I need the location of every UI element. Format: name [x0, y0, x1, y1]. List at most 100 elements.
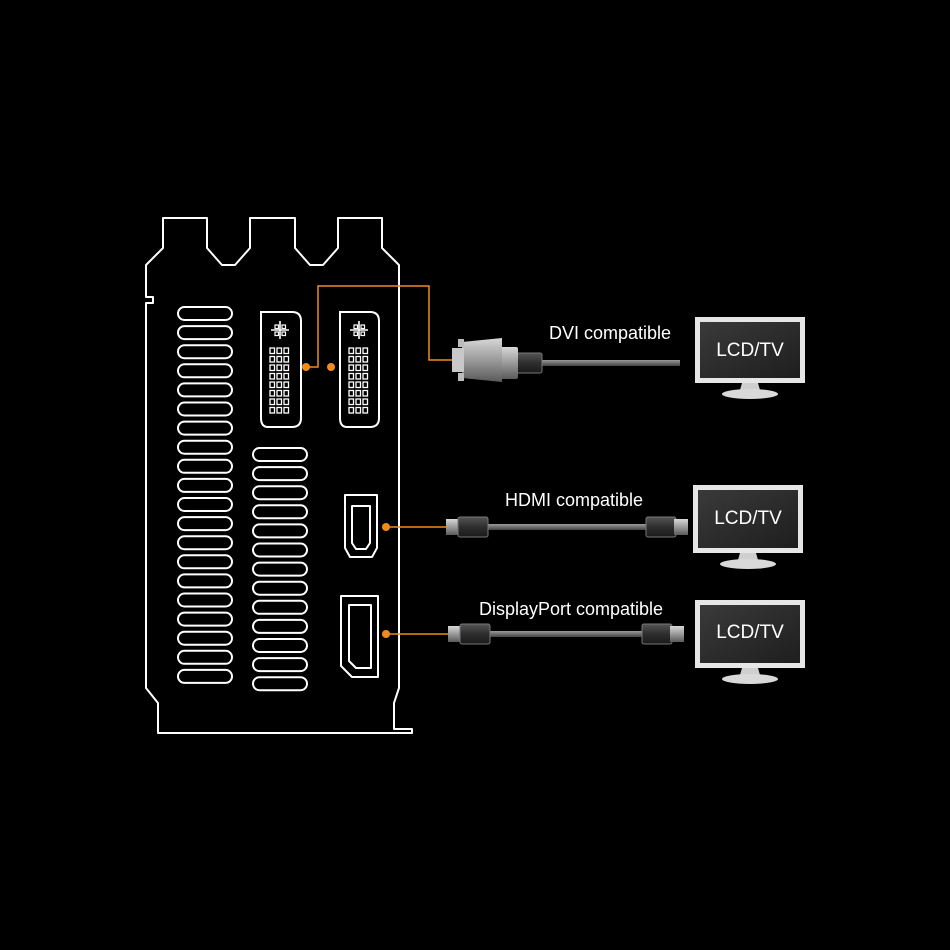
vent-slot	[177, 420, 233, 436]
monitor-base	[722, 389, 778, 399]
vent-slots-left	[177, 306, 233, 684]
dvi-pin	[355, 372, 362, 380]
monitor-dvi: LCD/TV	[695, 317, 805, 399]
vent-slot	[252, 676, 308, 692]
dvi-pin	[348, 347, 355, 355]
dvi-pin	[348, 389, 355, 397]
vent-slot	[177, 573, 233, 589]
dvi-pin	[276, 372, 283, 380]
dvi-leader-line	[305, 285, 452, 368]
vent-slot	[177, 535, 233, 551]
dvi-port-left	[260, 311, 302, 428]
vent-slot	[177, 325, 233, 341]
vent-slot	[177, 611, 233, 627]
dvi-cable	[452, 338, 680, 382]
monitor-displayport: LCD/TV	[695, 600, 805, 684]
dvi-pin	[276, 381, 283, 389]
dvi-pin	[348, 398, 355, 406]
monitor-hdmi: LCD/TV	[693, 485, 803, 569]
dvi-pin	[269, 389, 276, 397]
dvi-pin	[355, 347, 362, 355]
dvi-port-right	[339, 311, 380, 428]
monitor-label: LCD/TV	[714, 508, 782, 529]
dvi-pin	[269, 398, 276, 406]
dvi-pin	[283, 406, 290, 414]
card-bracket	[145, 217, 413, 734]
dvi-pin	[276, 398, 283, 406]
dvi-pin	[348, 406, 355, 414]
dvi-port-icon	[271, 321, 289, 339]
vent-slot	[177, 516, 233, 532]
vent-slot	[177, 554, 233, 570]
vent-slot	[177, 592, 233, 608]
hdmi-label: HDMI compatible	[505, 490, 643, 510]
vent-slot	[177, 344, 233, 360]
dvi-pin	[283, 372, 290, 380]
dvi-pin	[362, 355, 369, 363]
dvi-pin	[348, 381, 355, 389]
dvi-pin	[362, 364, 369, 372]
dvi-pins-right	[348, 347, 369, 414]
vent-slot	[177, 401, 233, 417]
dvi-pin	[283, 347, 290, 355]
monitor-base	[720, 559, 776, 569]
dvi-pin	[283, 389, 290, 397]
vent-slot	[177, 497, 233, 512]
vent-slot	[252, 599, 308, 615]
vent-slot	[177, 363, 233, 379]
dvi-pin	[355, 389, 362, 397]
dvi-pin	[276, 406, 283, 414]
dvi-pin	[283, 381, 290, 389]
vent-slot	[252, 580, 308, 596]
dvi-pin	[283, 398, 290, 406]
vent-slot	[177, 630, 233, 646]
dvi-pin	[362, 406, 369, 414]
monitor-label: LCD/TV	[716, 340, 784, 361]
vent-slot	[252, 523, 308, 539]
dvi-pin	[362, 389, 369, 397]
monitor-label: LCD/TV	[716, 622, 784, 643]
dvi-pin	[355, 355, 362, 363]
vent-slots-right	[252, 447, 308, 692]
dvi-pins-left	[269, 347, 290, 414]
monitor-stand	[740, 668, 760, 675]
vent-slot	[177, 649, 233, 665]
displayport-port-icon	[340, 595, 379, 678]
dvi-pin	[269, 381, 276, 389]
vent-slot	[252, 618, 308, 634]
vent-slot	[252, 447, 308, 462]
hdmi-cable	[446, 516, 688, 538]
vent-slot	[252, 485, 308, 501]
vent-slot	[177, 439, 233, 455]
vent-slot	[252, 561, 308, 577]
dvi-label: DVI compatible	[549, 323, 671, 343]
vent-slot	[252, 466, 308, 482]
dvi-pin	[269, 372, 276, 380]
dvi-pin	[276, 389, 283, 397]
dvi-pin	[269, 355, 276, 363]
dvi-pin	[362, 398, 369, 406]
displayport-label: DisplayPort compatible	[479, 599, 663, 619]
dvi-pin	[276, 364, 283, 372]
vent-slot	[252, 542, 308, 558]
dvi-pin	[269, 364, 276, 372]
dvi-port-icon	[350, 321, 368, 339]
vent-slot	[252, 657, 308, 673]
vent-slot	[252, 504, 308, 520]
dvi-pin	[348, 372, 355, 380]
vent-slot	[177, 458, 233, 474]
displayport-cable	[448, 623, 684, 645]
dvi-pin	[355, 406, 362, 414]
dvi-pin	[276, 355, 283, 363]
vent-slot	[252, 638, 308, 653]
dvi-pin	[283, 355, 290, 363]
dvi-pin	[362, 372, 369, 380]
vent-slot	[177, 306, 233, 321]
dvi-pin	[355, 398, 362, 406]
dvi-pin	[348, 364, 355, 372]
dvi-pin	[355, 381, 362, 389]
hdmi-port-icon	[344, 494, 378, 558]
monitor-base	[722, 674, 778, 684]
dvi-pin	[348, 355, 355, 363]
